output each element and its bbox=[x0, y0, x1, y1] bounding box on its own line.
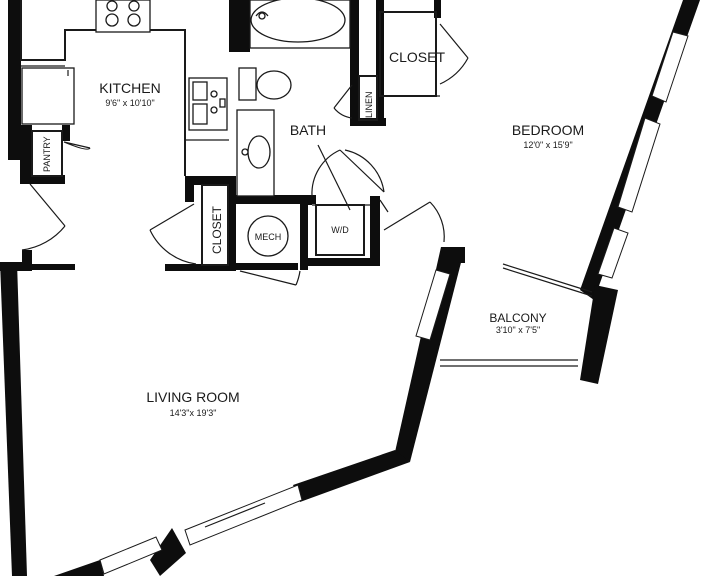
closet-vertical-label: CLOSET bbox=[210, 205, 224, 254]
kitchen-label: KITCHEN bbox=[99, 80, 160, 96]
mech-label: MECH bbox=[255, 232, 282, 242]
bath-fixtures bbox=[236, 0, 351, 197]
closet-top-label: CLOSET bbox=[389, 49, 445, 65]
room-labels: KITCHEN 9'6" x 10'10" PANTRY BATH CLOSET… bbox=[42, 49, 584, 418]
wd-label: W/D bbox=[331, 225, 349, 235]
bedroom-dims: 12'0" x 15'9" bbox=[523, 140, 572, 150]
interior-lines bbox=[31, 11, 440, 266]
linen-label: LINEN bbox=[364, 91, 374, 118]
living-room-label: LIVING ROOM bbox=[146, 389, 239, 405]
kitchen-fixtures bbox=[20, 0, 229, 176]
pantry-label: PANTRY bbox=[42, 136, 52, 172]
living-room-dims: 14'3"x 19'3" bbox=[170, 408, 217, 418]
balcony-dims: 3'10" x 7'5" bbox=[496, 325, 540, 335]
balcony-label: BALCONY bbox=[489, 311, 546, 325]
bath-label: BATH bbox=[290, 122, 326, 138]
kitchen-dims: 9'6" x 10'10" bbox=[105, 98, 154, 108]
windows bbox=[99, 31, 689, 575]
doors bbox=[21, 23, 593, 367]
bedroom-label: BEDROOM bbox=[512, 122, 584, 138]
